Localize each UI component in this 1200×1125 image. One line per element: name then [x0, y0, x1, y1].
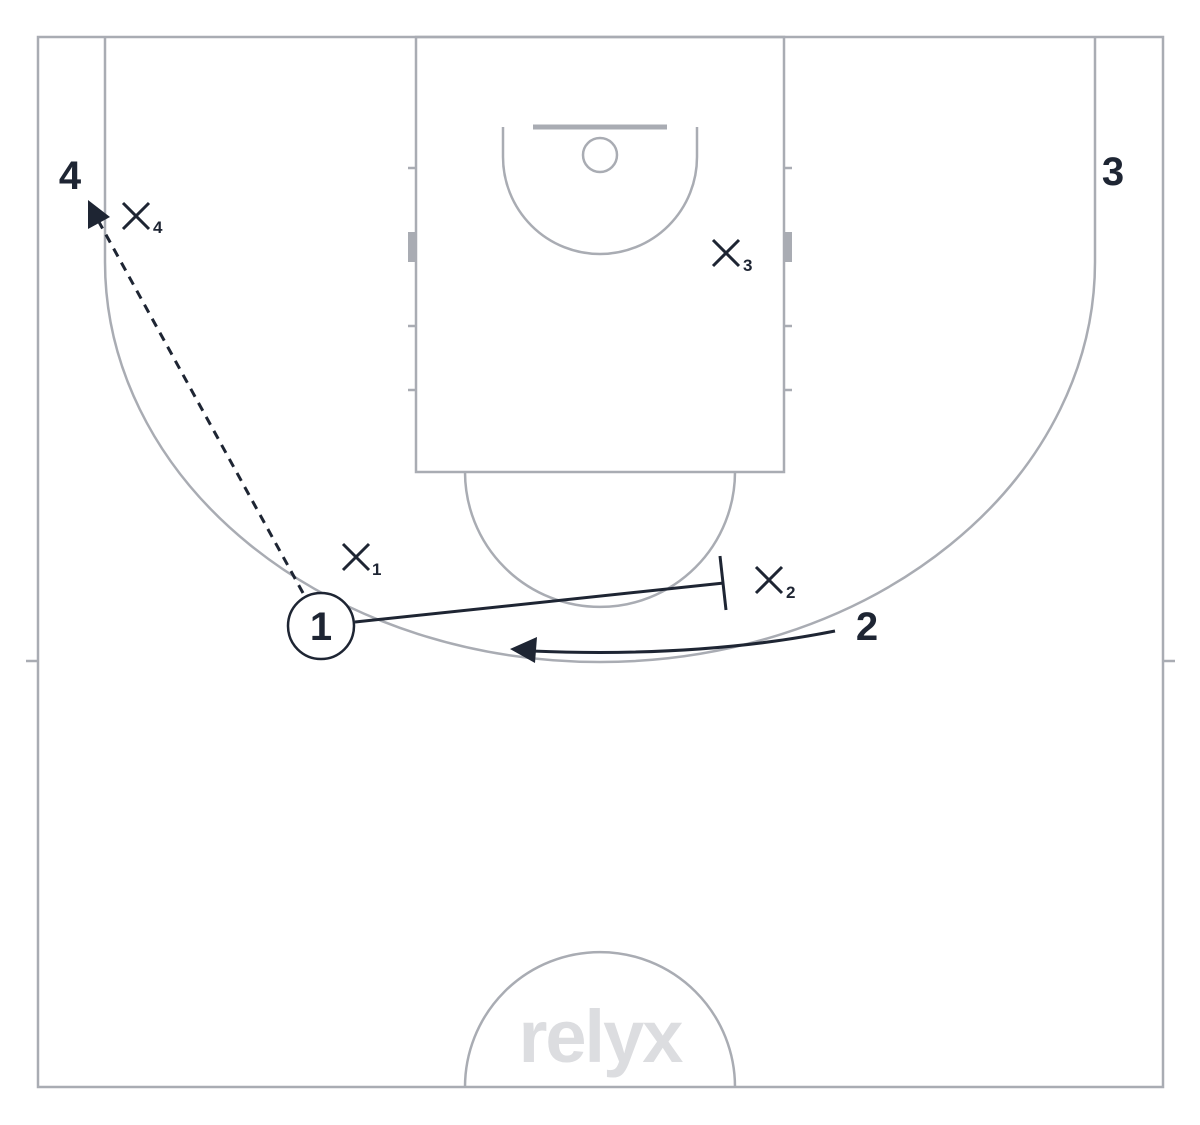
center-circle	[463, 950, 737, 1088]
defender-x2: 2	[754, 565, 795, 602]
defender-subscript: 2	[786, 583, 795, 602]
offense-player-3: 3	[1102, 150, 1124, 194]
ball-handler-circle	[286, 591, 356, 661]
pass-arrowhead	[88, 200, 110, 229]
free-throw-circle	[463, 471, 737, 609]
defense-players: 4 3 1 2	[121, 201, 795, 602]
offense-label: 1	[310, 605, 332, 649]
defender-x-mark	[754, 565, 784, 595]
cut-path	[531, 629, 836, 654]
play-actions	[88, 200, 836, 663]
defender-x4: 4	[121, 201, 163, 237]
court	[26, 35, 1175, 1089]
lane-block	[408, 232, 416, 262]
defender-x-mark	[711, 238, 741, 268]
defender-subscript: 4	[153, 218, 163, 237]
defender-subscript: 1	[372, 560, 381, 579]
defender-x3: 3	[711, 238, 752, 275]
cut-arrowhead	[510, 637, 537, 663]
defender-x-mark	[121, 201, 151, 231]
screen-bar	[718, 555, 728, 611]
court-boundary	[36, 35, 1165, 1089]
watermark-logo: relyx	[519, 995, 684, 1078]
rim	[581, 136, 619, 174]
pass-line	[97, 221, 305, 594]
offense-player-4: 4	[59, 154, 82, 198]
three-point-line	[103, 37, 1097, 664]
offense-player-1: 1	[286, 591, 356, 661]
defender-x1: 1	[341, 542, 381, 579]
defender-x-mark	[341, 542, 371, 572]
lane-block	[784, 232, 792, 262]
offense-players: 1 2 3 4	[59, 150, 1124, 661]
offense-player-2: 2	[856, 605, 878, 649]
restricted-area	[501, 127, 699, 256]
defender-subscript: 3	[743, 256, 752, 275]
screen-line	[354, 581, 725, 624]
